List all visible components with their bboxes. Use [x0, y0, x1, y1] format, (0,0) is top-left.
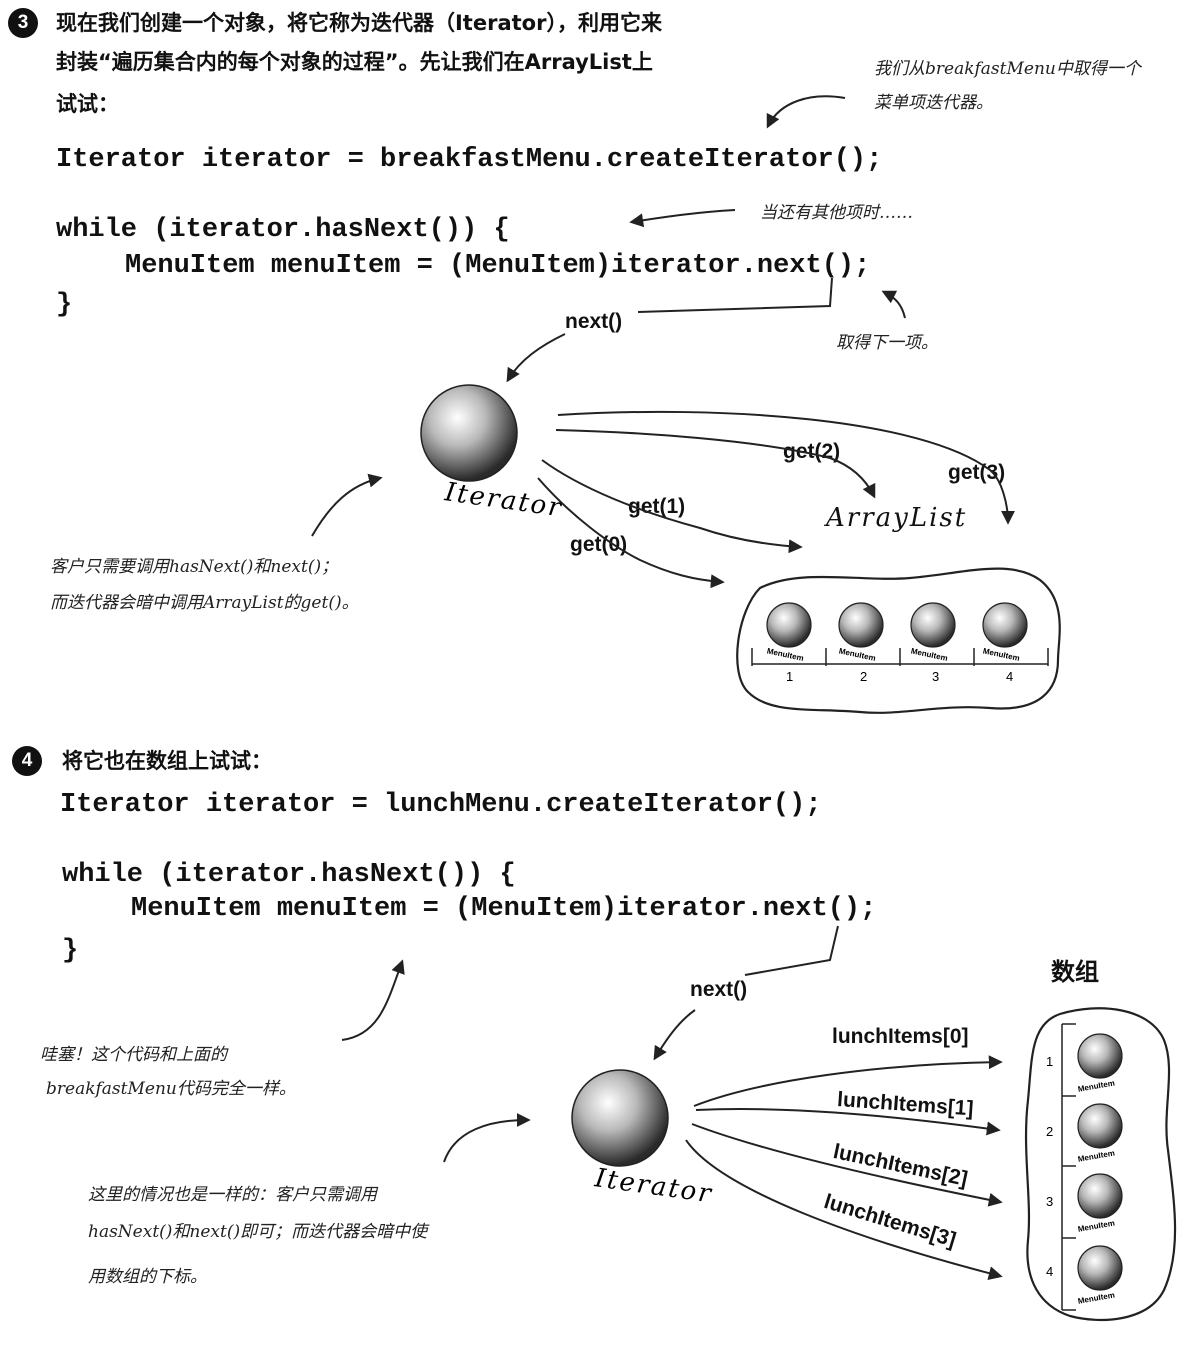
- label-iterator-4: Iterator: [592, 1163, 715, 1209]
- label-iterator-3: Iterator: [442, 477, 565, 523]
- array-item-4: 4 MenuItem: [1046, 1245, 1123, 1306]
- array-item-1: 1 MenuItem: [1046, 1033, 1123, 1094]
- arraylist-item-label: MenuItem: [766, 646, 804, 663]
- note-get-next: 取得下一项。: [836, 333, 938, 353]
- arrow-client-note-3: [311, 473, 383, 537]
- arraylist-item-index: 4: [1006, 669, 1013, 684]
- code-4-line-1: Iterator iterator = lunchMenu.createIter…: [60, 790, 822, 820]
- label-next-4: next(): [690, 978, 748, 1001]
- label-next-3: next(): [565, 310, 623, 333]
- code-4-line-3: MenuItem menuItem = (MenuItem)iterator.n…: [131, 894, 877, 924]
- step-3-intro-line-3: 试试：: [56, 92, 119, 116]
- step-4-badge: 4: [12, 746, 42, 776]
- arraylist-item-index: 3: [932, 669, 939, 684]
- step-3-intro-line-1: 现在我们创建一个对象，将它称为迭代器（Iterator），利用它来: [56, 11, 662, 35]
- arraylist-item-3: MenuItem 3: [910, 602, 956, 684]
- array-blob: [1024, 1007, 1177, 1322]
- arraylist-item-label: MenuItem: [910, 646, 948, 663]
- step-4-intro: 将它也在数组上试试：: [62, 749, 272, 773]
- arraylist-blob: [736, 567, 1061, 714]
- array-rail: [1061, 1023, 1076, 1311]
- label-get0: get(0): [570, 533, 628, 556]
- arrow-to-create-iterator: [766, 95, 846, 129]
- array-item-index: 2: [1046, 1124, 1053, 1139]
- arrow-get0: [537, 477, 725, 589]
- arraylist-item-label: MenuItem: [982, 646, 1020, 663]
- label-get1: get(1): [628, 495, 686, 518]
- note-client-3-2: 而迭代器会暗中调用ArrayList的get()。: [50, 593, 359, 613]
- label-lunchitems-3: lunchItems[3]: [821, 1190, 959, 1252]
- note-get-iterator-1: 我们从breakfastMenu中取得一个: [874, 59, 1141, 79]
- code-3-line-1: Iterator iterator = breakfastMenu.create…: [56, 145, 883, 175]
- note-client-4-3: 用数组的下标。: [88, 1267, 207, 1287]
- label-get3: get(3): [948, 461, 1006, 484]
- note-client-4-2: hasNext()和next()即可；而迭代器会暗中使: [88, 1222, 428, 1242]
- label-lunchitems-2: lunchItems[2]: [831, 1140, 970, 1191]
- label-lunchitems-1: lunchItems[1]: [836, 1088, 975, 1121]
- arraylist-item-index: 1: [786, 669, 793, 684]
- connector-next-3: [637, 277, 833, 313]
- label-get2: get(2): [783, 440, 841, 463]
- label-lunchitems-0: lunchItems[0]: [832, 1025, 969, 1048]
- step-3-intro-line-2: 封装“遍历集合内的每个对象的过程”。先让我们在ArrayList上: [56, 50, 653, 74]
- note-same-code-2: breakfastMenu代码完全一样。: [46, 1079, 296, 1099]
- array-item-index: 4: [1046, 1264, 1053, 1279]
- code-3-line-4: }: [56, 290, 73, 320]
- arrow-same-code-note: [341, 959, 405, 1041]
- array-item-index: 1: [1046, 1054, 1053, 1069]
- label-arraylist: ArrayList: [826, 503, 968, 533]
- array-item-label: MenuItem: [1077, 1078, 1115, 1093]
- arrow-client-note-4: [443, 1113, 531, 1163]
- iterator-ball-4: [571, 1069, 669, 1167]
- arraylist-item-2: MenuItem 2: [838, 602, 884, 684]
- array-item-3: 3 MenuItem: [1046, 1173, 1123, 1234]
- arrow-next-to-iterator-4: [653, 1009, 696, 1061]
- note-same-code-1: 哇塞！这个代码和上面的: [40, 1045, 227, 1065]
- arraylist-item-4: MenuItem 4: [982, 602, 1028, 684]
- array-item-label: MenuItem: [1077, 1218, 1115, 1233]
- arrow-to-hasnext: [629, 209, 736, 228]
- arraylist-rail: [751, 648, 1049, 666]
- array-item-label: MenuItem: [1077, 1148, 1115, 1163]
- code-3-line-2: while (iterator.hasNext()) {: [56, 215, 510, 245]
- code-4-line-4: }: [62, 936, 79, 966]
- array-item-index: 3: [1046, 1194, 1053, 1209]
- code-4-line-2: while (iterator.hasNext()) {: [62, 860, 516, 890]
- arrow-next-to-iterator-3: [506, 333, 566, 383]
- arraylist-item-index: 2: [860, 669, 867, 684]
- note-get-iterator-2: 菜单项迭代器。: [874, 93, 993, 113]
- step-3-badge: 3: [8, 8, 38, 38]
- array-item-2: 2 MenuItem: [1046, 1103, 1123, 1164]
- note-client-4-1: 这里的情况也是一样的：客户只需调用: [88, 1185, 377, 1205]
- arraylist-item-label: MenuItem: [838, 646, 876, 663]
- note-while-more: 当还有其他项时……: [760, 203, 913, 223]
- iterator-ball-3: [420, 384, 518, 482]
- connector-next-4: [744, 925, 839, 976]
- arrow-to-next-3: [881, 290, 906, 319]
- array-item-label: MenuItem: [1077, 1290, 1115, 1305]
- array-title: 数组: [1051, 958, 1099, 986]
- note-client-3-1: 客户只需要调用hasNext()和next()；: [50, 557, 339, 577]
- arraylist-item-1: MenuItem 1: [766, 602, 812, 684]
- code-3-line-3: MenuItem menuItem = (MenuItem)iterator.n…: [125, 251, 871, 281]
